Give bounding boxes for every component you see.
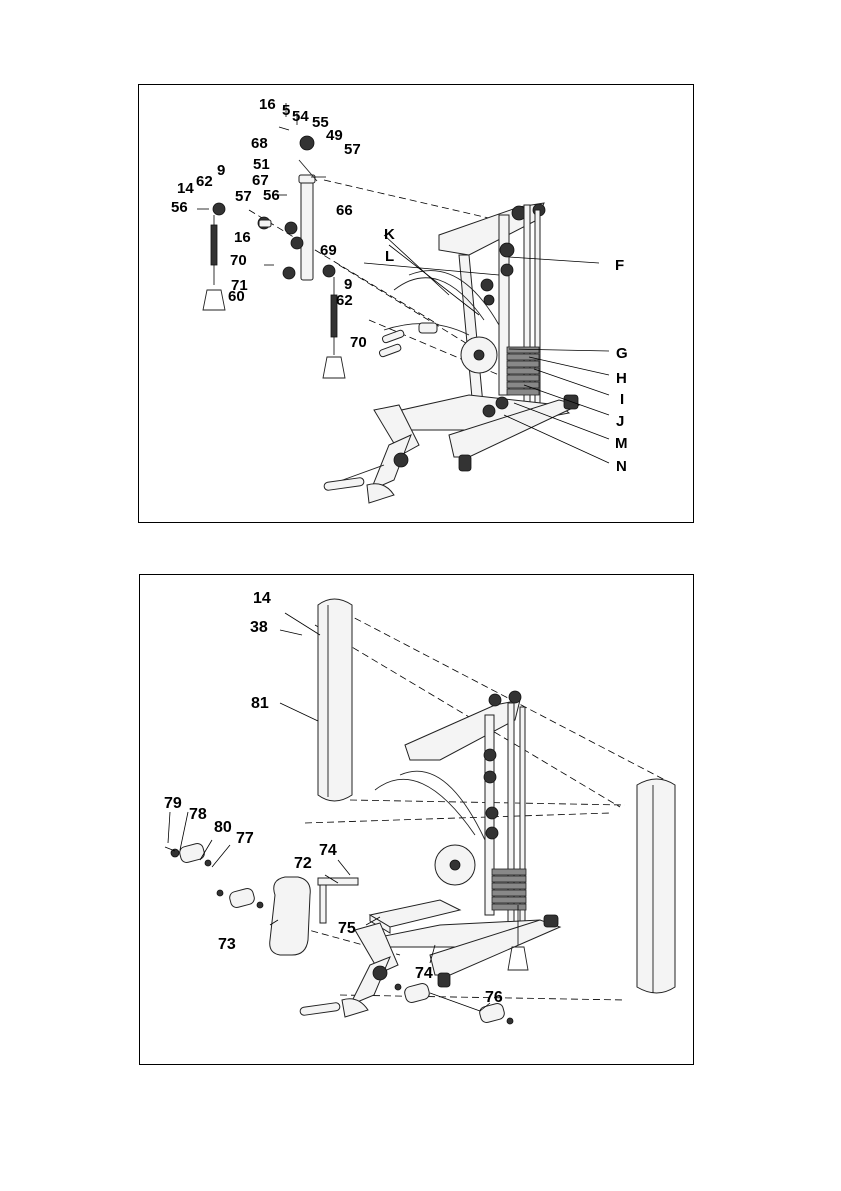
- part-label: 70: [350, 334, 367, 351]
- part-label: 62: [196, 173, 213, 190]
- diagram-bottom-drawing: 14 38 81 79 78 80 77 74 72 73 75 74 76: [140, 575, 694, 1065]
- part-label: 74: [319, 842, 337, 859]
- right-shroud: [637, 779, 675, 993]
- part-label: 70: [230, 252, 247, 269]
- part-label: 54: [292, 108, 309, 125]
- part-label: N: [616, 458, 627, 475]
- part-label: 66: [336, 202, 353, 219]
- part-label: 76: [485, 989, 503, 1006]
- pad-bracket: [318, 878, 358, 923]
- part-label: 68: [251, 135, 268, 152]
- back-pad: [270, 877, 311, 955]
- part-label: 62: [336, 292, 353, 309]
- part-label: 79: [164, 795, 182, 812]
- part-label: I: [620, 391, 624, 408]
- part-label: 56: [263, 187, 280, 204]
- part-label: K: [384, 226, 395, 243]
- part-label: 5: [282, 102, 290, 119]
- part-label: 75: [338, 920, 356, 937]
- part-label: 16: [259, 96, 276, 113]
- part-label: 74: [415, 965, 433, 982]
- gym-machine-frame: [324, 203, 579, 503]
- part-label: 72: [294, 855, 312, 872]
- part-label: 16: [234, 229, 251, 246]
- exploded-pulley-assembly: [197, 103, 345, 378]
- part-label: 56: [171, 199, 188, 216]
- part-label: J: [616, 413, 624, 430]
- assembly-diagram-bottom: 14 38 81 79 78 80 77 74 72 73 75 74 76: [139, 574, 694, 1065]
- part-label: G: [616, 345, 628, 362]
- roller-pads-left: [165, 842, 263, 909]
- part-label: L: [385, 248, 394, 265]
- assembly-diagram-top: 16 5 54 55 49 57 68 51 67 56 9 62 14 57 …: [138, 84, 694, 523]
- part-label: 49: [326, 127, 343, 144]
- part-label: 14: [253, 590, 271, 607]
- part-label: 77: [236, 830, 254, 847]
- part-label: F: [615, 257, 624, 274]
- part-label: 60: [228, 288, 245, 305]
- part-label: 80: [214, 819, 232, 836]
- part-label: 38: [250, 619, 268, 636]
- weight-stack: [507, 347, 539, 395]
- part-label: 57: [235, 188, 252, 205]
- part-label: 51: [253, 156, 270, 173]
- part-label: 78: [189, 806, 207, 823]
- part-label: 57: [344, 141, 361, 158]
- left-shroud: [318, 599, 352, 801]
- part-label: 73: [218, 936, 236, 953]
- diagram-top-drawing: 16 5 54 55 49 57 68 51 67 56 9 62 14 57 …: [139, 85, 694, 523]
- part-label: 14: [177, 180, 194, 197]
- part-label: 69: [320, 242, 337, 259]
- part-label: 9: [217, 162, 225, 179]
- part-label: 9: [344, 276, 352, 293]
- part-label: H: [616, 370, 627, 387]
- part-label: 81: [251, 695, 269, 712]
- part-label: M: [615, 435, 628, 452]
